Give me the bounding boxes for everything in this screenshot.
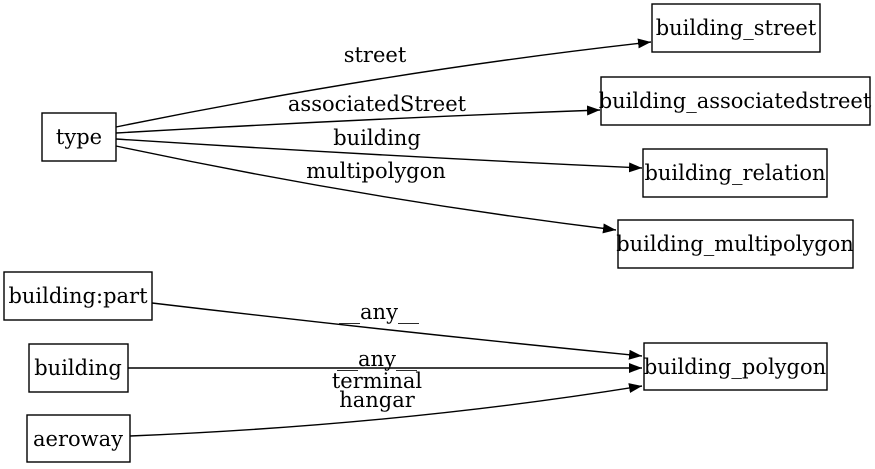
node-building-street: building_street	[651, 3, 821, 53]
node-aeroway: aeroway	[26, 414, 131, 463]
edge-layer	[115, 38, 652, 437]
node-building-box	[28, 343, 129, 393]
edge-label-terminal: terminal	[332, 369, 423, 393]
node-building-multipolygon-label: building_multipolygon	[616, 232, 854, 256]
node-building-relation: building_relation	[642, 148, 828, 198]
edge-aeroway-building-polygon	[129, 383, 643, 437]
node-building-part-label: building:part	[8, 284, 148, 308]
node-building-associatedstreet-label: building_associatedstreet	[599, 89, 872, 113]
node-building-polygon: building_polygon	[643, 342, 828, 391]
node-building-polygon-box	[643, 342, 828, 391]
node-building-label: building	[34, 356, 122, 380]
edge-label-street: street	[344, 43, 407, 67]
node-building-associatedstreet: building_associatedstreet	[599, 76, 872, 126]
edge-type-building-street	[115, 38, 652, 128]
edge-label-hangar: hangar	[339, 388, 416, 412]
edge-type-building-multipolygon	[115, 145, 617, 234]
edge-label-multipolygon: multipolygon	[306, 159, 446, 183]
node-building-part-box	[3, 271, 153, 321]
node-aeroway-box	[26, 414, 131, 463]
node-layer: type building_street building_associated…	[3, 3, 872, 463]
edge-label-associatedstreet: associatedStreet	[288, 92, 467, 116]
node-building: building	[28, 343, 129, 393]
node-building-multipolygon-box	[617, 219, 854, 269]
node-building-street-box	[651, 3, 821, 53]
node-building-part: building:part	[3, 271, 153, 321]
node-aeroway-label: aeroway	[33, 427, 123, 451]
edge-buildingpart-building-polygon	[151, 302, 643, 360]
node-building-street-label: building_street	[656, 16, 817, 40]
node-type-box	[41, 112, 117, 162]
edge-label-any-2: __any__	[337, 347, 417, 371]
edge-label-any-1: __any__	[339, 300, 419, 324]
edge-label-building: building	[333, 126, 421, 150]
edge-label-layer: street associatedStreet building multipo…	[288, 43, 467, 412]
node-building-relation-box	[642, 148, 828, 198]
node-building-relation-label: building_relation	[644, 161, 825, 185]
edge-type-building-relation	[115, 138, 643, 173]
node-building-polygon-label: building_polygon	[644, 355, 826, 379]
node-type-label: type	[56, 125, 102, 149]
node-type: type	[41, 112, 117, 162]
edge-type-building-associatedstreet	[115, 105, 601, 134]
node-building-associatedstreet-box	[600, 76, 871, 126]
node-building-multipolygon: building_multipolygon	[616, 219, 854, 269]
